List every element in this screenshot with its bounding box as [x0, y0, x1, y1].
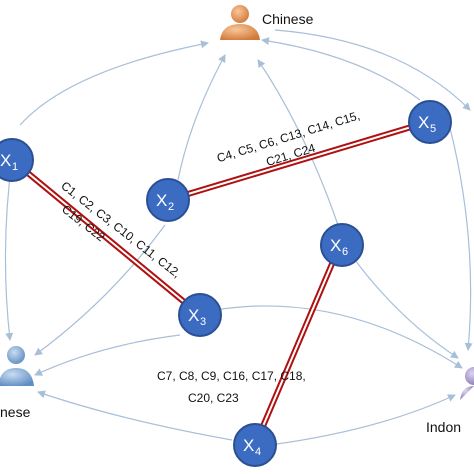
person-icon-top	[220, 5, 260, 40]
language-label-left: nese	[0, 404, 31, 420]
arrow-x5-to-chinese	[261, 37, 421, 101]
node-x1-letter: X	[0, 151, 11, 170]
arrow-chinese-to-right	[274, 29, 471, 111]
red-edge-x4-x6	[252, 242, 343, 448]
node-x4-letter: X	[243, 436, 254, 455]
edge-label-x4-x6-line2: C20, C23	[188, 391, 239, 405]
person-icon-left	[0, 346, 34, 386]
node-x6: X 6	[320, 223, 364, 267]
node-x3: X 3	[178, 293, 222, 337]
node-x1: X 1	[0, 138, 34, 182]
node-x4-subscript: 4	[255, 446, 261, 458]
arrow-x6-to-chinese	[257, 59, 339, 226]
red-edge-x1-x3	[9, 157, 203, 318]
node-x4: X 4	[233, 423, 277, 467]
arrow-x6-to-right	[354, 259, 459, 359]
arrow-x3-to-right	[214, 305, 463, 369]
edge-label-x4-x6-line1: C7, C8, C9, C16, C17, C18,	[157, 369, 306, 383]
node-x3-letter: X	[188, 306, 199, 325]
arrow-x3-to-left	[34, 334, 181, 376]
edge-label-x4-x6: C7, C8, C9, C16, C17, C18, C20, C23	[157, 369, 306, 405]
translation-arrows	[4, 29, 473, 446]
arrow-x4-to-left	[37, 390, 233, 441]
language-label-chinese: Chinese	[262, 11, 314, 27]
node-x6-subscript: 6	[342, 246, 348, 258]
node-x2: X 2	[146, 178, 190, 222]
node-x5-letter: X	[418, 113, 429, 132]
arrow-x5-to-right	[449, 127, 473, 351]
node-x2-letter: X	[156, 191, 167, 210]
arrow-x4-to-right	[269, 394, 456, 446]
red-edge-x2-x5	[165, 119, 431, 203]
language-label-right: Indon	[426, 419, 461, 435]
node-x2-subscript: 2	[168, 201, 174, 213]
person-icon-right	[460, 367, 474, 400]
node-x5: X 5	[408, 100, 452, 144]
node-x5-subscript: 5	[430, 123, 436, 135]
arrow-x2-to-chinese	[177, 54, 226, 181]
node-x3-subscript: 3	[200, 316, 206, 328]
node-x6-letter: X	[330, 236, 341, 255]
arrow-x1-to-left	[4, 159, 14, 341]
arrow-x1-to-chinese	[19, 40, 209, 126]
arrow-x2-to-left	[34, 224, 166, 356]
node-x1-subscript: 1	[12, 161, 18, 173]
